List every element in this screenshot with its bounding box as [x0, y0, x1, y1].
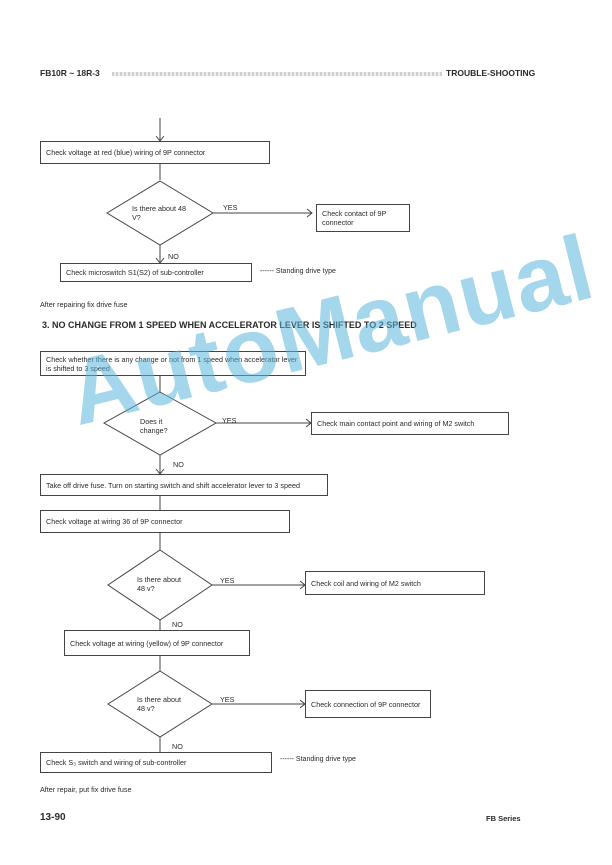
box-wiring-36: Check voltage at wiring 36 of 9P connect… [40, 510, 290, 533]
question-48v-3: Is there about 48 v? [137, 695, 181, 713]
header-section: TROUBLE-SHOOTING [446, 68, 536, 78]
box-contact-9p: Check contact of 9P connector [316, 204, 410, 232]
section-title: 3. NO CHANGE FROM 1 SPEED WHEN ACCELERAT… [42, 320, 417, 330]
yes-label-change: YES [222, 416, 237, 425]
after-repair-2: After repair, put fix drive fuse [40, 785, 132, 794]
box-check-red-wiring: Check voltage at red (blue) wiring of 9P… [40, 141, 270, 164]
no-label-1: NO [168, 252, 179, 261]
yes-label-1: YES [223, 203, 238, 212]
note-standing-drive-2: ------ Standing drive type [280, 756, 356, 763]
header-divider [112, 72, 442, 76]
note-standing-drive-1: ------ Standing drive type [260, 268, 336, 275]
no-label-2: NO [172, 620, 183, 629]
yes-label-2: YES [220, 576, 235, 585]
box-take-off-fuse: Take off drive fuse. Turn on starting sw… [40, 474, 328, 496]
page-number: 13-90 [40, 812, 66, 823]
box-s3-switch: Check S₃ switch and wiring of sub-contro… [40, 752, 272, 773]
box-m2-contact: Check main contact point and wiring of M… [311, 412, 509, 435]
box-coil-m2: Check coil and wiring of M2 switch [305, 571, 485, 595]
box-check-change: Check whether there is any change or not… [40, 351, 306, 376]
box-yellow-wiring: Check voltage at wiring (yellow) of 9P c… [64, 630, 250, 656]
yes-label-3: YES [220, 695, 235, 704]
question-48v-1: Is there about 48 V? [132, 204, 186, 222]
after-repair-1: After repairing fix drive fuse [40, 300, 128, 309]
question-change: Does it change? [140, 417, 168, 435]
question-48v-2: Is there about 48 v? [137, 575, 181, 593]
no-label-change: NO [173, 460, 184, 469]
box-connection-9p: Check connection of 9P connector [305, 690, 431, 718]
series-label: FB Series [486, 814, 521, 823]
no-label-3: NO [172, 742, 183, 751]
box-microswitch: Check microswitch S1(S2) of sub-controll… [60, 263, 252, 282]
header-model: FB10R ~ 18R-3 [40, 68, 100, 78]
